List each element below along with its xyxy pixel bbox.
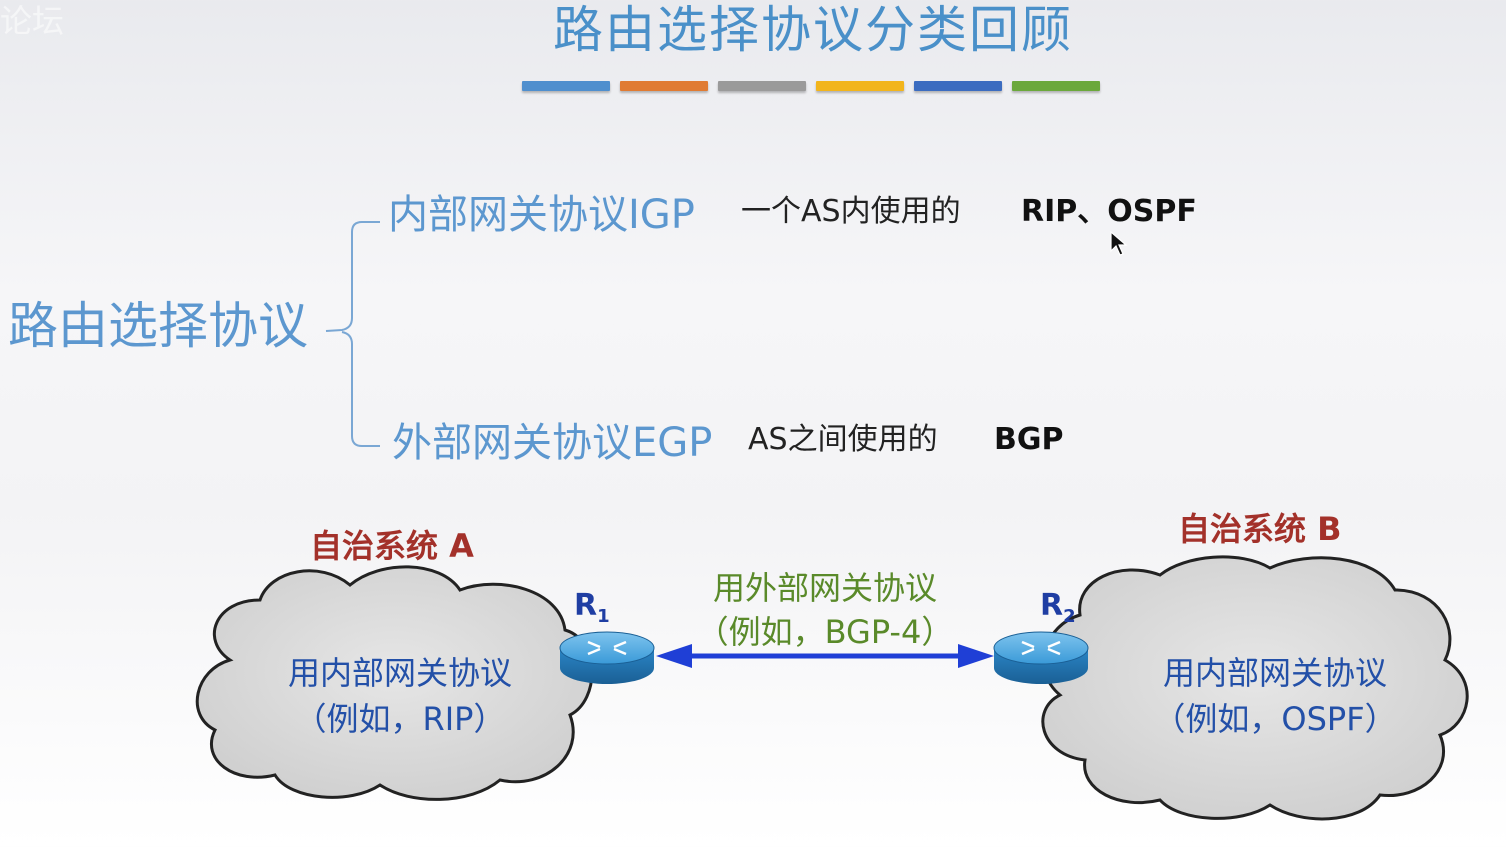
as-b-line2: （例如，OSPF） [1153, 700, 1397, 738]
as-b-title: 自治系统 B [1178, 510, 1342, 548]
slide-title: 路由选择协议分类回顾 [553, 1, 1073, 59]
root-label: 路由选择协议 [8, 297, 308, 355]
igp-examples: RIP、OSPF [1021, 194, 1197, 229]
cloud-as-b [1041, 555, 1469, 821]
title-color-bar [522, 81, 1100, 91]
igp-description: 一个AS内使用的 [741, 194, 961, 229]
router-r1-label: R1 [574, 588, 610, 628]
router-r1-icon [559, 631, 655, 684]
watermark: 论坛 [0, 2, 65, 40]
router-r2-icon [993, 631, 1089, 684]
mouse-cursor-icon [1110, 231, 1128, 256]
as-a-line2: （例如，RIP） [294, 700, 506, 738]
router-r2-label: R2 [1040, 588, 1076, 628]
color-bar-segment [914, 81, 1002, 91]
color-bar-segment [522, 81, 610, 91]
color-bar-segment [1012, 81, 1100, 91]
color-bar-segment [620, 81, 708, 91]
as-a-line1: 用内部网关协议 [287, 654, 512, 692]
igp-label: 内部网关协议IGP [388, 192, 695, 238]
bgp-link-arrow [656, 644, 994, 668]
as-a-protocol-text: 用内部网关协议 （例如，RIP） [240, 650, 560, 742]
as-b-protocol-text: 用内部网关协议 （例如，OSPF） [1110, 650, 1440, 742]
as-a-title: 自治系统 A [310, 527, 474, 565]
link-line2: （例如，BGP-4） [696, 613, 954, 651]
color-bar-segment [816, 81, 904, 91]
bgp-link-label: 用外部网关协议 （例如，BGP-4） [680, 566, 970, 654]
cloud-as-a [195, 565, 594, 801]
egp-examples: BGP [994, 422, 1064, 457]
egp-description: AS之间使用的 [748, 422, 938, 457]
color-bar-segment [718, 81, 806, 91]
link-line1: 用外部网关协议 [712, 569, 937, 607]
egp-label: 外部网关协议EGP [392, 420, 713, 466]
as-b-line1: 用内部网关协议 [1162, 654, 1387, 692]
